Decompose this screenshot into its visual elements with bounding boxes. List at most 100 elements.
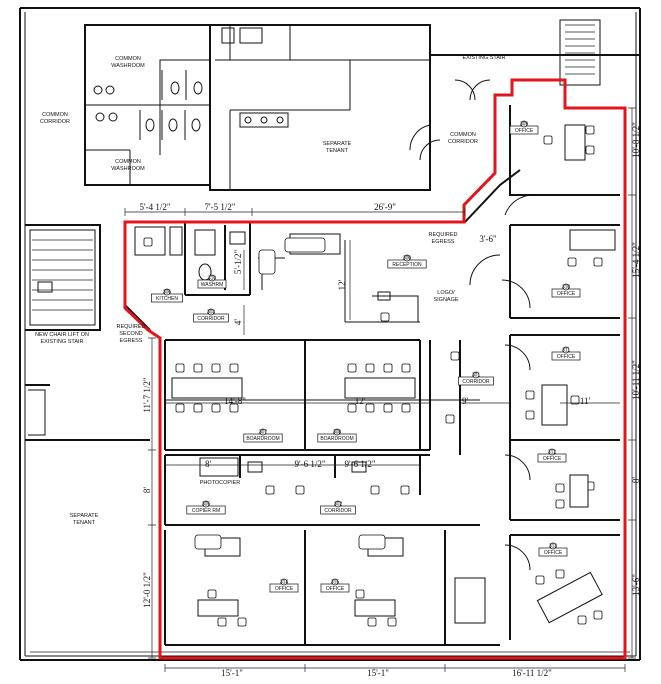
- right-desks: [536, 124, 616, 624]
- chair: [365, 363, 375, 373]
- room-number: 302: [334, 502, 343, 508]
- chair: [543, 135, 553, 145]
- chair: [535, 575, 545, 585]
- left-stair: [25, 224, 101, 331]
- dimension-text: 16'-11 1/2": [512, 668, 552, 678]
- sofa: [284, 237, 326, 253]
- chair: [450, 351, 460, 361]
- chair: [525, 410, 535, 420]
- dimension-text: 9': [462, 396, 469, 406]
- room-tags: 309OFFICE310OFFICE311OFFICE312OFFICE313O…: [151, 120, 581, 593]
- dimension-text: 11': [580, 396, 591, 406]
- chair: [295, 485, 305, 495]
- chair: [555, 483, 565, 493]
- chair: [217, 617, 227, 627]
- suite-outline: [123, 78, 627, 660]
- room-number: 310: [562, 285, 571, 291]
- chair: [355, 589, 365, 599]
- chair: [401, 403, 411, 413]
- chair: [555, 499, 565, 509]
- room-number: 313: [549, 544, 558, 550]
- room-name: KITCHEN: [156, 296, 178, 302]
- dimension-text: 10'-8 1/2": [631, 122, 641, 158]
- dimension-text: 13'-6": [631, 574, 641, 596]
- chair: [347, 403, 357, 413]
- dimension-lines: [124, 107, 636, 672]
- chair: [585, 145, 595, 155]
- chair: [175, 363, 185, 373]
- chair: [445, 414, 455, 424]
- room-name: WASHRM: [201, 282, 224, 288]
- chair: [143, 237, 153, 247]
- dimension-text: 12': [355, 396, 366, 406]
- chair: [555, 569, 565, 579]
- dimension-text: 8': [631, 477, 641, 484]
- sofa: [358, 534, 386, 550]
- chair: [229, 363, 239, 373]
- label-logo-signage: LOGO/SIGNAGE: [433, 290, 458, 303]
- suite-walls: [124, 105, 620, 646]
- room-number: 303: [207, 310, 216, 316]
- dimension-text: 12'-0 1/2": [142, 572, 152, 608]
- left-tenant: [25, 384, 150, 441]
- room-number: 310: [208, 276, 217, 282]
- room-name: OFFICE: [557, 291, 576, 297]
- room-name: OFFICE: [544, 550, 563, 556]
- building-walls: [19, 7, 641, 661]
- upper-tenant: [209, 24, 431, 191]
- dimension-text: 5'-4 1/2": [139, 202, 170, 212]
- chair: [265, 485, 275, 495]
- dimension-text: 26'-9": [374, 202, 396, 212]
- chair: [380, 312, 390, 322]
- room-name: OFFICE: [557, 354, 576, 360]
- chair: [383, 403, 393, 413]
- washroom-block: [84, 24, 211, 186]
- chair: [525, 390, 535, 400]
- room-name: CORRIDOR: [197, 316, 225, 322]
- dimension-text: 11'-7 1/2": [142, 377, 152, 413]
- room-name: OFFICE: [543, 456, 562, 462]
- dimension-text: 15'-1": [221, 668, 243, 678]
- chair: [193, 403, 203, 413]
- room-number: 314: [280, 580, 289, 586]
- chair: [211, 403, 221, 413]
- furniture: [143, 125, 603, 627]
- room-number: 301: [472, 373, 481, 379]
- room-name: OFFICE: [326, 586, 345, 592]
- room-number: 315: [331, 580, 340, 586]
- dimension-text: 3'-6": [479, 234, 497, 244]
- sofa: [194, 534, 222, 550]
- dimension-text: 8': [205, 459, 212, 469]
- room-number: 306: [163, 290, 172, 296]
- chair: [237, 617, 247, 627]
- room-name: BOARDROOM: [320, 436, 353, 442]
- dimension-texts: 5'-4 1/2"7'-5 1/2"26'-9"3'-6"10'-8 1/2"1…: [139, 122, 641, 678]
- sofa: [258, 249, 276, 275]
- chair: [577, 615, 587, 625]
- dimension-text: 12': [337, 279, 347, 290]
- dimension-text: 9'-6 1/2": [344, 459, 375, 469]
- label-photocopier: PHOTOCOPIER: [200, 480, 241, 486]
- dimension-text: 14'-8": [224, 396, 246, 406]
- chair: [211, 363, 221, 373]
